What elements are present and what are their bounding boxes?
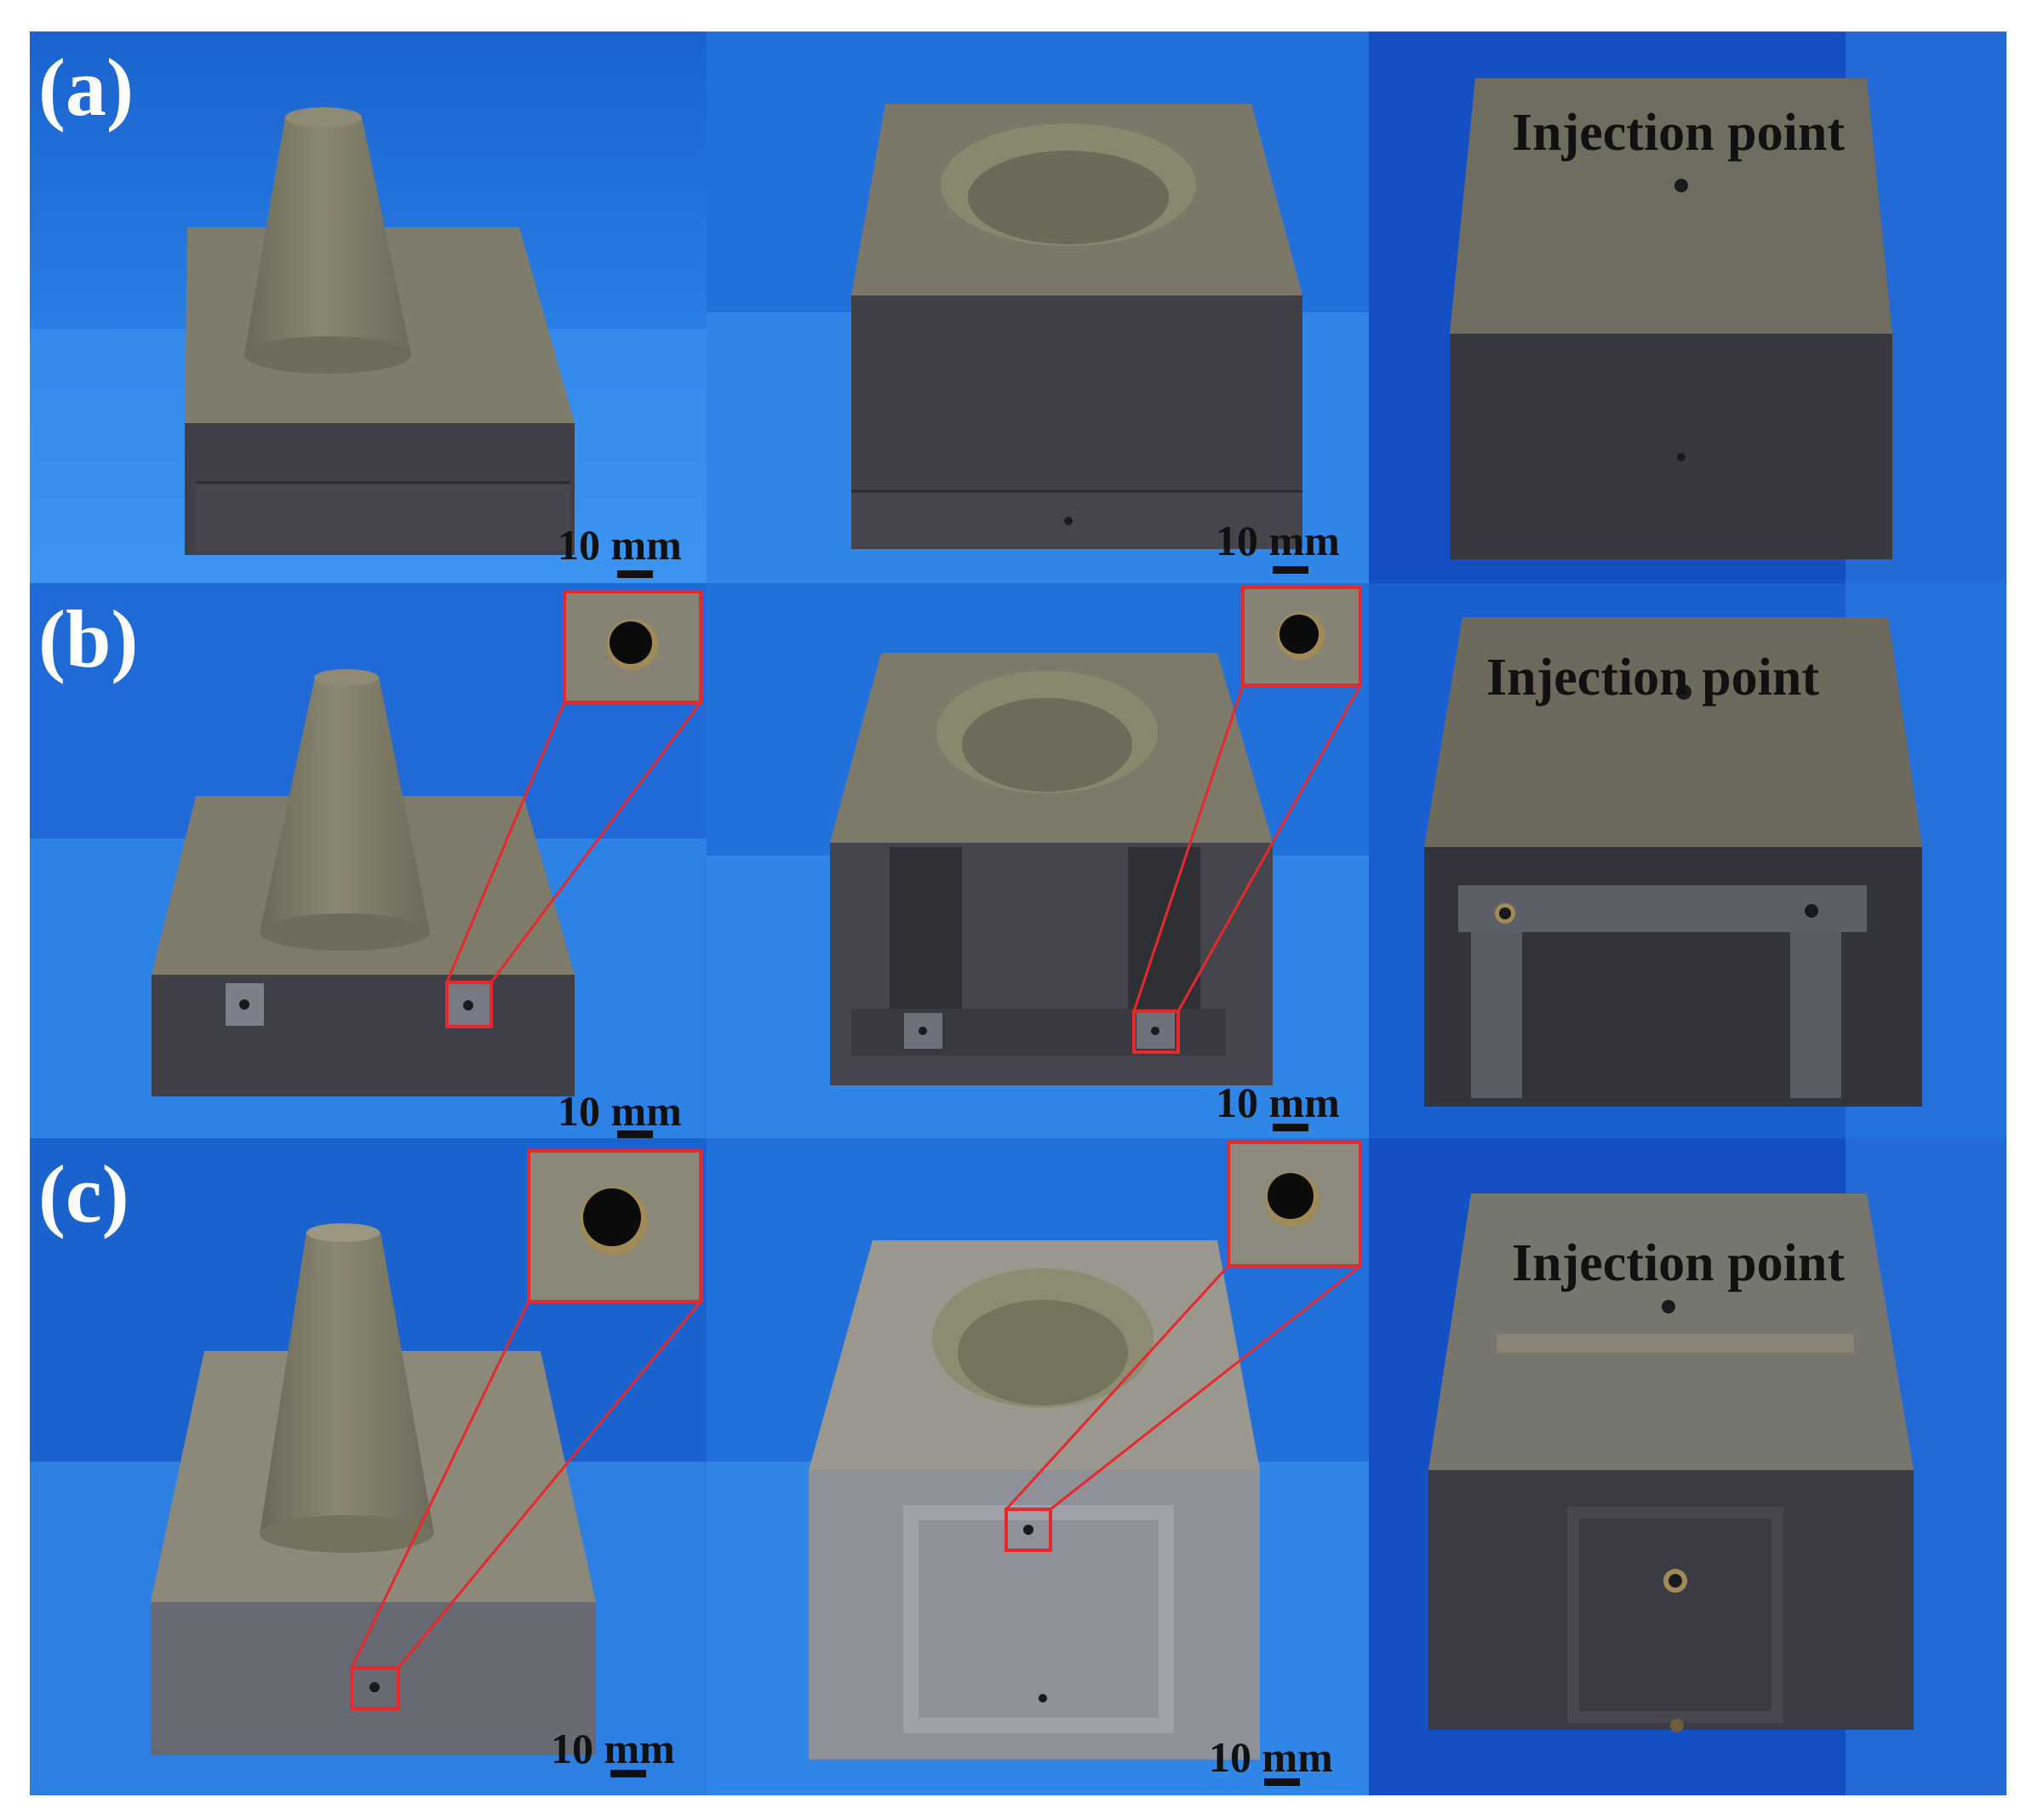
injection-point-label: Injection point: [1486, 649, 1819, 707]
scale-bar: [1273, 1124, 1308, 1131]
row-label-b: (b): [38, 593, 139, 684]
scale-label: 10 mm: [1216, 517, 1340, 564]
photo-c-injection-view: Injection point: [1369, 1138, 2006, 1795]
row-label-c: (c): [38, 1148, 129, 1239]
photo-a-injection-view: Injection point: [1369, 31, 2006, 583]
figure-grid: (a) 10 mm 10 mm Injection point: [30, 31, 2006, 1795]
photo-b-cavity-part: 10 mm: [707, 583, 1369, 1138]
injection-point-label: Injection point: [1512, 104, 1845, 162]
scale-label: 10 mm: [1209, 1733, 1333, 1781]
scale-bar: [1273, 566, 1308, 574]
photo-c-cone-part: (c) 10 mm: [30, 1138, 707, 1795]
scale-bar: [610, 1770, 646, 1777]
photo-a-cone-part: (a) 10 mm: [30, 31, 707, 583]
scale-label: 10 mm: [558, 521, 682, 569]
photo-c-cavity-part: 10 mm: [707, 1138, 1369, 1795]
scale-label: 10 mm: [1216, 1079, 1340, 1126]
scale-bar: [1264, 1778, 1300, 1786]
photo-a-cavity-part: 10 mm: [707, 31, 1369, 583]
photo-b-cone-part: (b) 10 mm: [30, 583, 707, 1138]
scale-label: 10 mm: [551, 1725, 675, 1772]
photo-b-injection-view: Injection point: [1369, 583, 2006, 1138]
scale-bar: [617, 1130, 653, 1138]
scale-label: 10 mm: [558, 1087, 682, 1135]
scale-bar: [617, 570, 653, 578]
row-label-a: (a): [38, 42, 134, 133]
injection-point-label: Injection point: [1512, 1234, 1845, 1292]
